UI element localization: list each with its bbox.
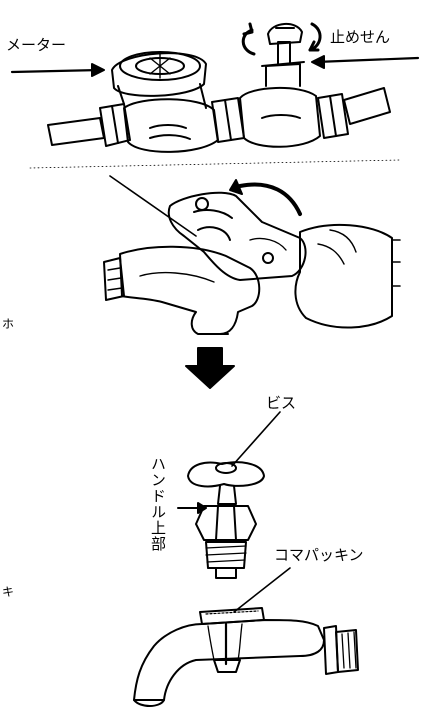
water-meter-and-valve-illustration xyxy=(10,22,420,153)
faucet-body-illustration xyxy=(133,567,359,707)
screw-label: ビス xyxy=(266,394,297,412)
section-divider xyxy=(29,159,401,169)
meter-label: メーター xyxy=(6,36,67,54)
down-arrow xyxy=(185,347,235,389)
faucet-with-wrench-illustration xyxy=(103,175,401,335)
packing-label: コマパッキン xyxy=(274,546,364,564)
handle-top-label: ハンドル上部 xyxy=(149,456,167,552)
edge-mark-lower: キ xyxy=(2,585,15,599)
stop-valve-label: 止めせん xyxy=(330,28,391,46)
edge-mark-upper: ホ xyxy=(2,317,15,331)
handle-upper-part-illustration xyxy=(177,411,281,579)
